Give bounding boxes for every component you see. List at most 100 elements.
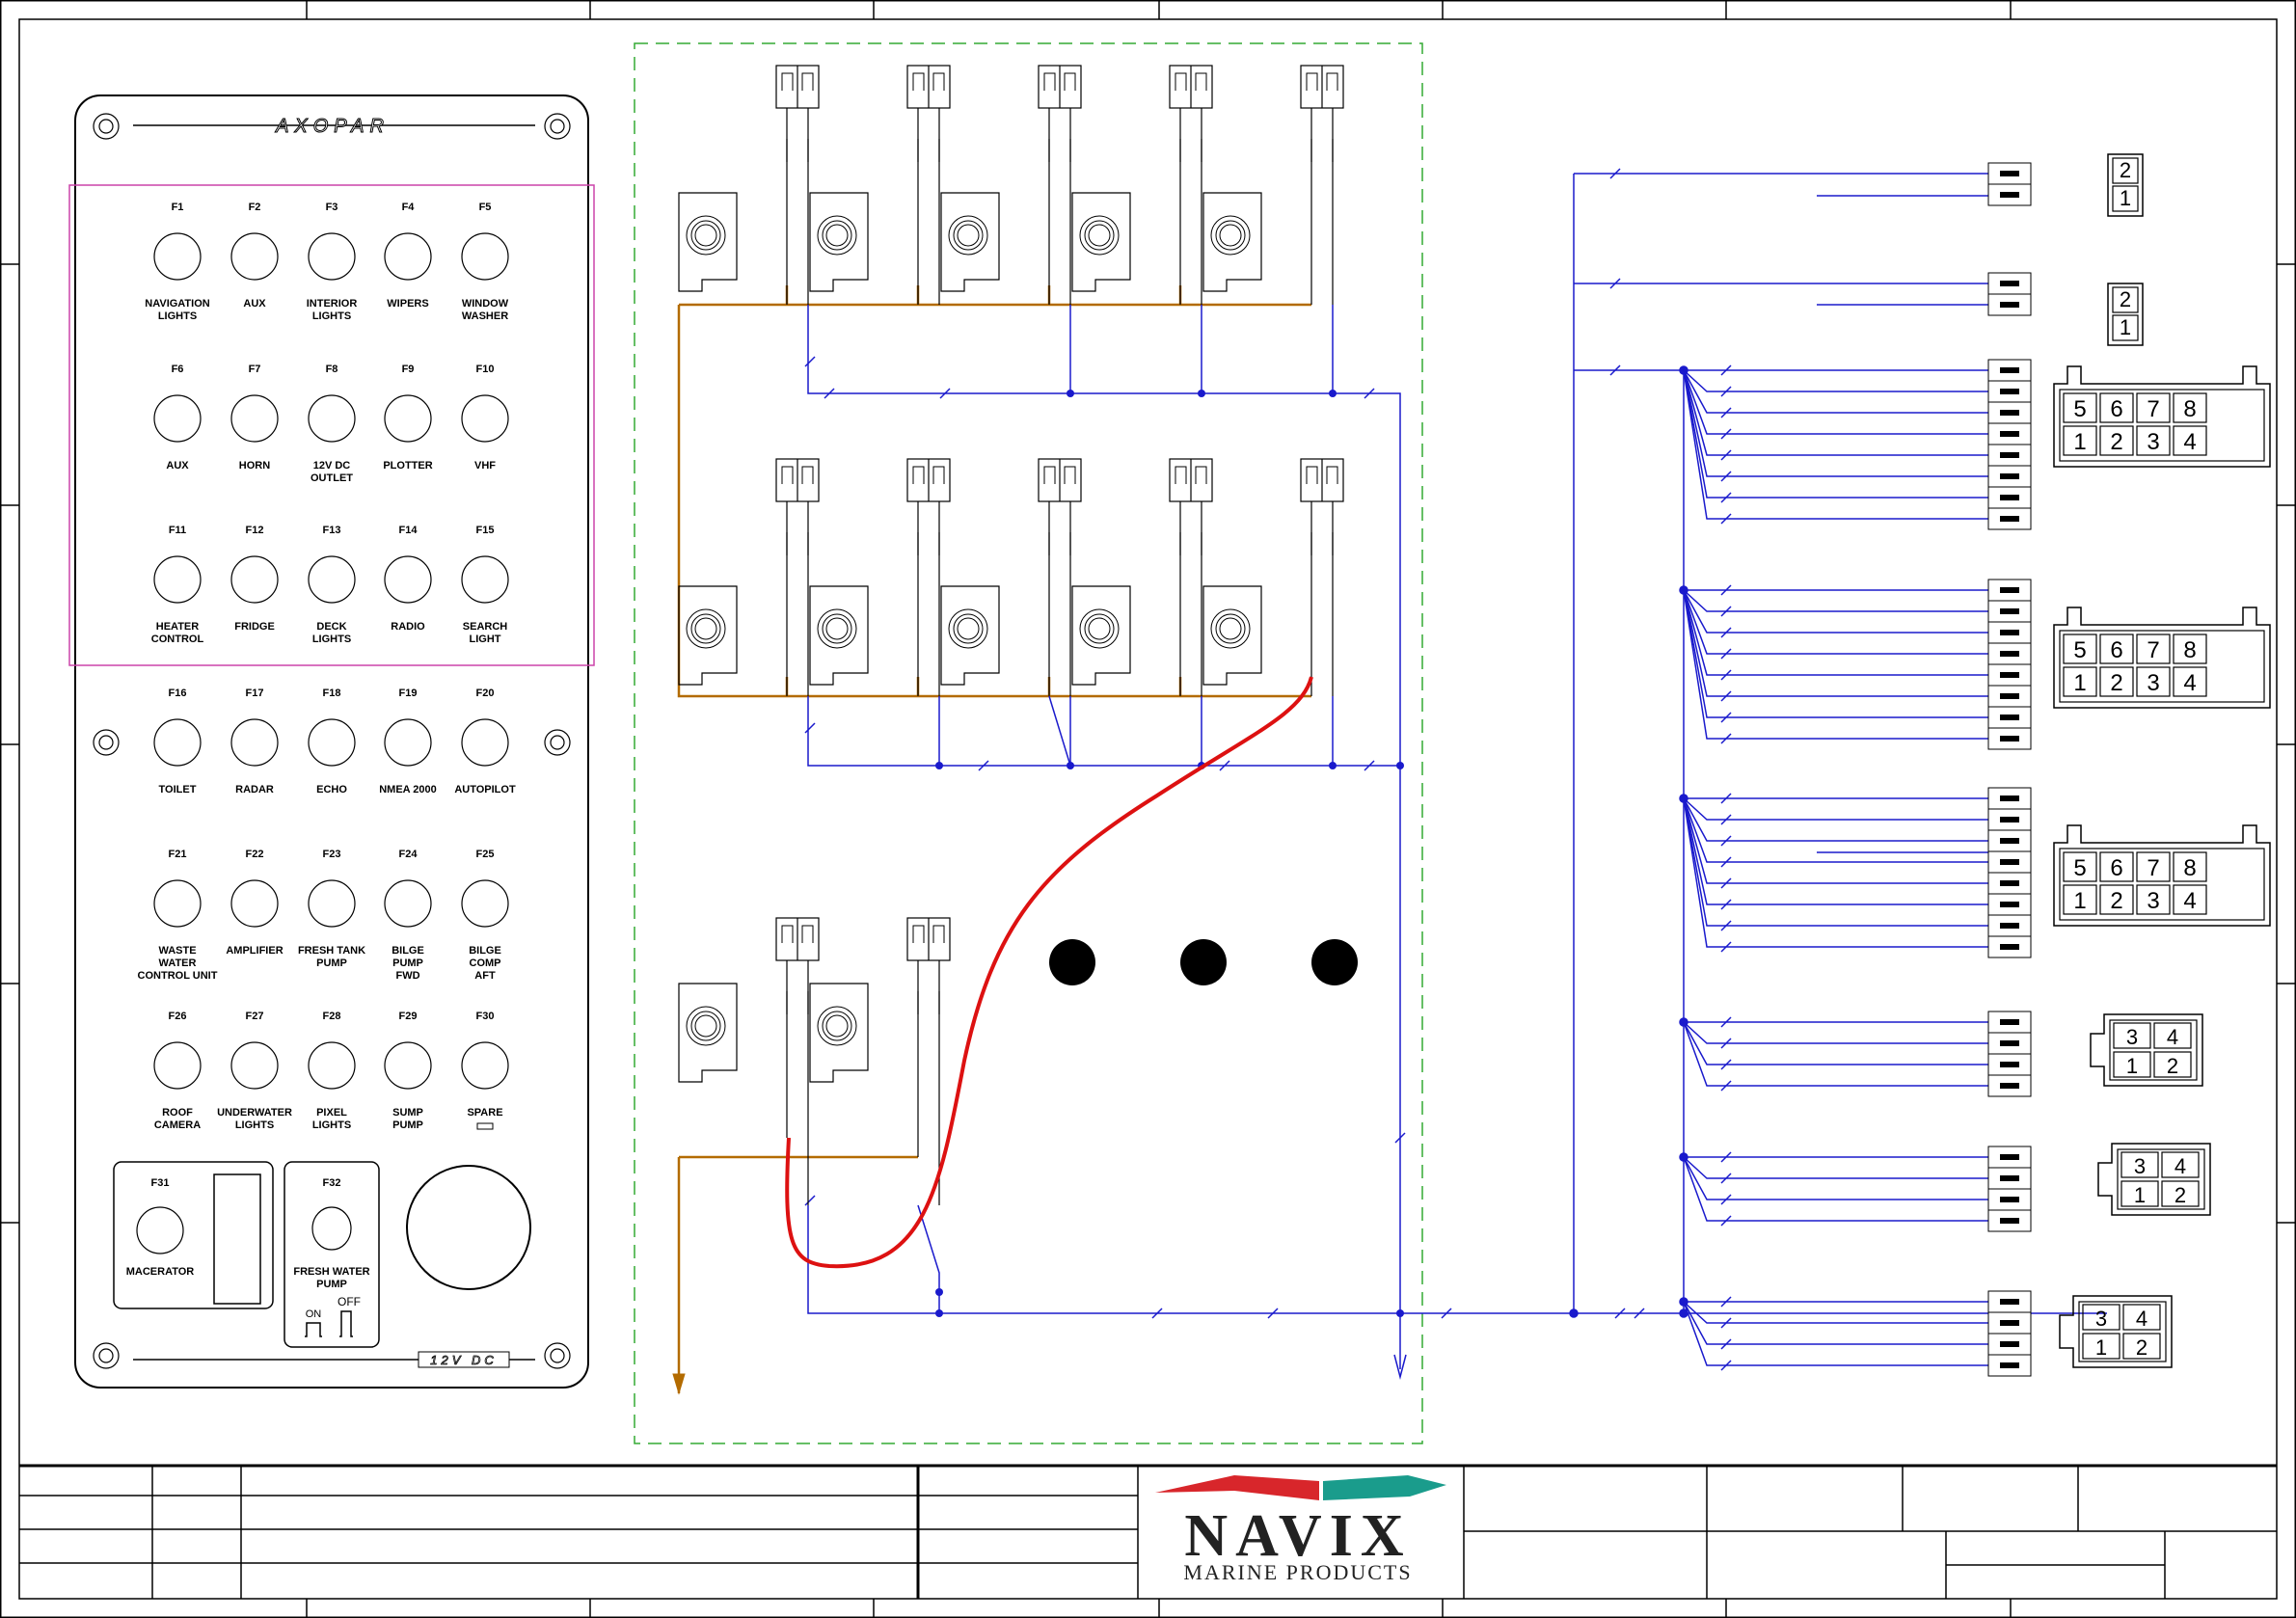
fuse-switch[interactable] [384,232,432,281]
voltage-label: 12V DC [430,1353,498,1367]
fuse-label: SUMP [392,1107,423,1119]
terminal-block [1300,458,1344,555]
fuse-switch[interactable] [153,232,202,281]
fuse-label: INTERIOR [307,298,358,310]
terminal-block [1038,458,1082,555]
fuse-switch[interactable] [230,555,279,604]
connector-pin: 1 [2073,429,2086,455]
fuse-switch[interactable] [230,718,279,767]
connector-pin: 4 [2183,429,2196,455]
fuse-switch[interactable] [461,718,509,767]
connector-pin: 1 [2073,888,2086,914]
fuse-label: LIGHT [470,634,501,645]
macerator-id: F31 [151,1177,170,1189]
fuse-switch[interactable] [230,394,279,443]
fuse-id: F28 [323,1011,341,1022]
connector-pin: 3 [2095,1307,2107,1331]
connector-pin: 4 [2136,1307,2147,1331]
fuse-switch[interactable] [384,394,432,443]
fuse-switch[interactable] [230,879,279,928]
connector-pin: 6 [2110,855,2122,881]
connector-pin: 1 [2095,1335,2107,1360]
fuse-switch[interactable] [308,394,356,443]
fuse-label: PUMP [392,957,423,969]
fresh-water-switch[interactable] [311,1206,352,1251]
fuse-switch[interactable] [308,718,356,767]
fuse-switch[interactable] [461,394,509,443]
fuse-label: AUX [166,460,189,472]
fuse-label: BILGE [469,945,501,957]
connector-pin: 8 [2183,396,2196,422]
fuse-switch[interactable] [384,555,432,604]
fuse-switch[interactable] [153,394,202,443]
pin-stack [1987,162,2032,206]
fuse-switch[interactable] [461,232,509,281]
pin-stack [1987,359,2032,530]
fuse-switch[interactable] [461,879,509,928]
connector-pin: 6 [2110,396,2122,422]
terminal-block [906,458,951,555]
connector-pin: 3 [2147,429,2159,455]
on-off-glyph [305,1310,353,1337]
terminal-block [775,458,820,555]
fuse-label: DECK [316,621,346,633]
fuse-switch[interactable] [153,718,202,767]
fuse-id: F17 [246,688,264,699]
fuse-label: AFT [474,970,496,982]
junction-dot [1067,762,1074,769]
fuse-label: CONTROL UNIT [138,970,218,982]
connector-pin: 1 [2126,1054,2138,1078]
macerator-indicator [213,1173,261,1305]
fuse-switch[interactable] [384,718,432,767]
connector-pin: 4 [2174,1154,2186,1178]
fuse-switch[interactable] [230,232,279,281]
pin-stack [1987,579,2032,750]
macerator-block: F31 MACERATOR [113,1161,274,1309]
back-area-outline [634,42,1423,1444]
fuse-switch[interactable] [153,1041,202,1090]
fuse-label: NMEA 2000 [379,784,437,796]
macerator-label: MACERATOR [126,1266,195,1278]
orange-bus-wires [672,285,1311,1395]
fuse-label: FRIDGE [234,621,275,633]
voltage-plate [418,1351,510,1368]
macerator-switch[interactable] [136,1206,184,1254]
connector-pin: 5 [2073,855,2086,881]
fuse-switch[interactable] [461,1041,509,1090]
fuse-switch[interactable] [153,555,202,604]
fuse-id: F15 [476,525,495,536]
connector-2-pin: 21 [2107,283,2144,346]
fuse-label: NAVIGATION [145,298,209,310]
fuse-switch[interactable] [308,1041,356,1090]
fuse-switch[interactable] [308,232,356,281]
fuse-id: F16 [169,688,187,699]
fuse-switch[interactable] [153,879,202,928]
fuse-switch[interactable] [384,1041,432,1090]
fuse-id: F10 [476,364,495,375]
switch-block [940,192,1000,292]
connector-pin: 1 [2120,315,2131,339]
switch-blocks [678,192,1262,1083]
switch-block [1202,192,1262,292]
fuse-switch[interactable] [384,879,432,928]
screw-icon [544,729,571,756]
fuse-label: WIPERS [387,298,428,310]
fuse-switch[interactable] [230,1041,279,1090]
fuse-switch[interactable] [308,555,356,604]
fuse-switch[interactable] [308,879,356,928]
terminal-block [1300,65,1344,162]
fuse-switch[interactable] [461,555,509,604]
fuse-label: HEATER [156,621,199,633]
fuse-label: PUMP [392,1119,423,1131]
